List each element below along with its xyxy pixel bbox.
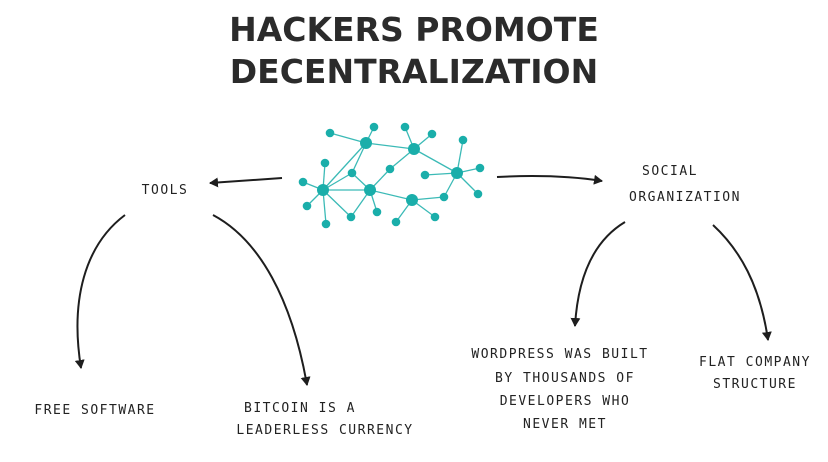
- arrow-to-free-software: [74, 214, 126, 369]
- network-node: [451, 167, 463, 179]
- arrow-to-bitcoin: [212, 214, 311, 386]
- node-bitcoin-line-1: BITCOIN IS A: [244, 401, 356, 416]
- node-flat-line-1: FLAT COMPANY: [699, 355, 811, 370]
- network-node: [321, 219, 331, 229]
- network-node: [325, 128, 335, 138]
- network-node: [364, 184, 376, 196]
- network-edge: [329, 132, 367, 144]
- network-node: [298, 177, 308, 187]
- network-node: [400, 122, 410, 132]
- title-line-2: DECENTRALIZATION: [229, 52, 599, 91]
- network-edge: [365, 142, 415, 150]
- network-edge: [413, 148, 458, 174]
- network-edge: [369, 189, 413, 201]
- network-node: [372, 207, 382, 217]
- network-node: [427, 129, 437, 139]
- node-free-software: FREE SOFTWARE: [34, 403, 156, 418]
- network-node: [430, 212, 440, 222]
- network-node: [408, 143, 420, 155]
- node-tools: TOOLS: [141, 183, 189, 198]
- title-line-1: HACKERS PROMOTE: [229, 10, 599, 49]
- node-wordpress-line-3: DEVELOPERS WHO: [499, 394, 631, 409]
- network-node: [317, 184, 329, 196]
- network-graph-icon: [298, 122, 485, 229]
- network-node: [360, 137, 372, 149]
- network-edge: [322, 189, 352, 218]
- arrow-to-social: [496, 174, 603, 185]
- node-wordpress-line-2: BY THOUSANDS OF: [495, 371, 635, 386]
- network-node: [385, 164, 395, 174]
- node-flat-line-2: STRUCTURE: [713, 377, 797, 392]
- network-node: [346, 212, 356, 222]
- network-node: [347, 168, 357, 178]
- network-node: [302, 201, 312, 211]
- network-node: [420, 170, 430, 180]
- network-node: [475, 163, 485, 173]
- node-wordpress-line-1: WORDPRESS WAS BUILT: [471, 347, 649, 362]
- arrow-to-tools: [209, 177, 283, 188]
- node-social-line-1: SOCIAL: [642, 164, 698, 179]
- node-wordpress-line-4: NEVER MET: [523, 417, 607, 432]
- network-node: [458, 135, 468, 145]
- network-node: [320, 158, 330, 168]
- network-node: [406, 194, 418, 206]
- arrow-to-flat-company: [712, 224, 772, 341]
- node-social-line-2: ORGANIZATION: [629, 190, 741, 205]
- network-node: [369, 122, 379, 132]
- network-edge: [322, 142, 367, 191]
- arrow-to-wordpress: [570, 221, 626, 327]
- node-bitcoin-line-2: LEADERLESS CURRENCY: [236, 423, 414, 438]
- network-node: [439, 192, 449, 202]
- network-node: [473, 189, 483, 199]
- network-node: [391, 217, 401, 227]
